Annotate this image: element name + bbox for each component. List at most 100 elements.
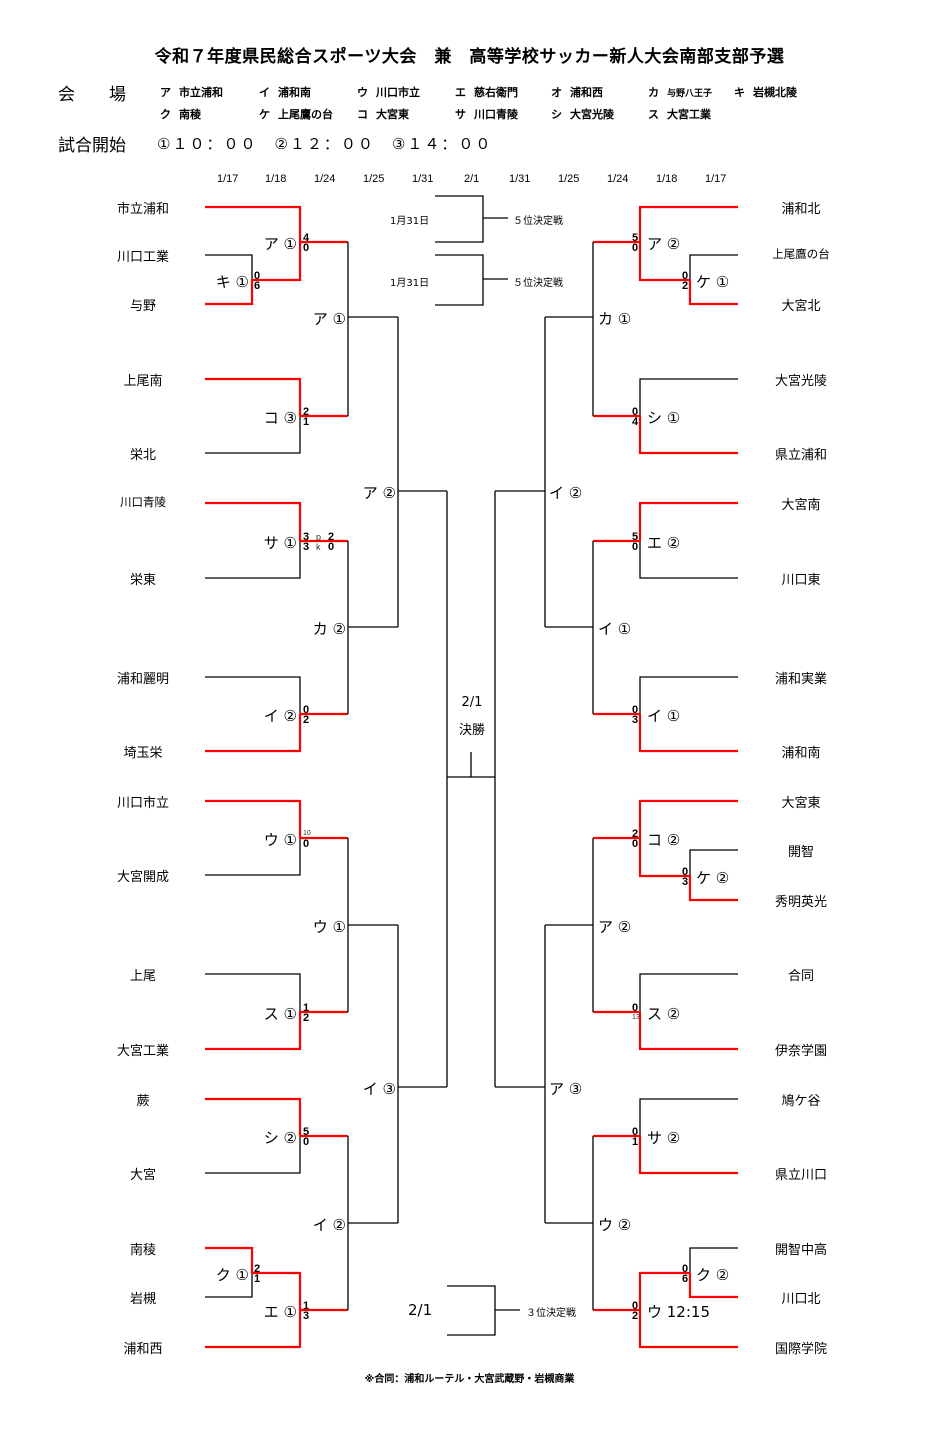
score-bottom: 1 (632, 1136, 639, 1148)
score-bottom: 0 (632, 541, 639, 553)
bracket-line-21 (205, 838, 301, 876)
venue-item: ウ川口市立 (357, 84, 420, 100)
left-team: 市立浦和 (116, 202, 169, 217)
score-bottom: 4 (632, 416, 639, 428)
match-label: ウ ② (598, 1216, 632, 1234)
bracket-line-77 (638, 1310, 738, 1349)
venue-name: 大宮東 (376, 108, 409, 121)
bracket-line-76 (638, 1271, 690, 1310)
venue-code: ク (160, 108, 171, 121)
bracket-line-61 (638, 799, 738, 838)
match-label: ウ ① (312, 918, 346, 936)
bracket-line-2 (205, 280, 254, 306)
score-bottom: 3 (682, 876, 689, 888)
score-bottom: 3 (303, 1310, 310, 1322)
right-team: 開智中高 (774, 1243, 827, 1258)
left-team: 浦和麗明 (116, 672, 169, 687)
third-place-bracket (447, 1285, 496, 1336)
bracket-line-29 (205, 1136, 301, 1174)
match-label: ア ① (263, 235, 297, 253)
match-label: エ ② (647, 534, 681, 552)
venue-name: 市立浦和 (179, 86, 223, 99)
page-title: 令和７年度県民総合スポーツ大会 兼 高等学校サッカー新人大会南部支部予選 (154, 47, 785, 67)
date-right-r1: 1/17 (705, 173, 727, 185)
bracket-line-44 (638, 242, 690, 282)
score-top: 3 (303, 531, 310, 543)
date-left-r3: 1/24 (314, 173, 336, 185)
match-label: シ ② (263, 1129, 297, 1147)
right-team: 川口北 (781, 1292, 821, 1307)
venue-item: コ大宮東 (357, 106, 409, 122)
score-top: 2 (303, 406, 310, 418)
bracket-line-41 (638, 205, 738, 242)
bracket-line-52 (639, 541, 738, 579)
match-label: ス ① (263, 1005, 297, 1023)
score-top: 0 (632, 406, 639, 418)
match-label: サ ② (647, 1129, 681, 1147)
bracket-line-55 (638, 714, 738, 753)
match-label: シ ① (647, 409, 681, 427)
bracket-line-13 (205, 676, 301, 714)
pk-score: 2 (328, 531, 335, 543)
left-team: 栄北 (129, 448, 156, 463)
right-team: 大宮南 (781, 498, 821, 513)
bracket-line-14 (205, 714, 302, 753)
venue-code: オ (551, 86, 562, 99)
match-label: ケ ① (696, 273, 730, 291)
bracket-line-47 (638, 416, 738, 455)
venue-name: 慈右衛門 (474, 86, 518, 99)
match-label: イ ② (549, 484, 583, 502)
score-top: 0 (682, 270, 689, 282)
date-right-r5: 1/31 (509, 173, 531, 185)
score-bottom: 13 (632, 1014, 640, 1021)
right-team: 浦和北 (781, 202, 821, 217)
pk-score: 0 (328, 541, 335, 553)
bracket-line-6 (205, 416, 301, 454)
score-top: 2 (632, 828, 639, 840)
venue-item: オ浦和西 (551, 84, 603, 100)
left-team: 蕨 (136, 1094, 150, 1109)
score-bottom: 6 (254, 280, 261, 292)
match-label: イ ① (647, 707, 681, 725)
match-label: ク ① (215, 1266, 249, 1284)
date-left-r2: 1/18 (265, 173, 287, 185)
venue-item: エ慈右衛門 (455, 84, 518, 100)
score-top: 0 (632, 704, 639, 716)
score-bottom: 2 (632, 1310, 639, 1322)
venue-label: 会 場 (58, 85, 126, 105)
match-label: ア ① (312, 310, 346, 328)
bracket-line-32 (205, 1273, 253, 1298)
left-team: 川口工業 (116, 250, 169, 265)
final-label: 決勝 (458, 723, 485, 738)
score-top: 0 (632, 1126, 639, 1138)
bracket-line-46 (639, 378, 738, 416)
venue-name: 大宮光陵 (570, 108, 614, 121)
venue-item: キ岩槻北陵 (734, 84, 797, 100)
date-left-r1: 1/17 (217, 173, 239, 185)
right-team: 大宮東 (781, 796, 821, 811)
match-label: コ ② (647, 831, 681, 849)
date-left-r4: 1/25 (363, 173, 385, 185)
venue-item: カ与野八王子 (648, 84, 712, 100)
bracket-line-1 (205, 254, 253, 280)
left-team: 大宮開成 (116, 870, 169, 885)
score-bottom: 0 (303, 1136, 310, 1148)
match-label: ア ② (598, 918, 632, 936)
bracket-line-33 (252, 1271, 302, 1310)
venue-name: 浦和南 (278, 86, 311, 99)
bracket-line-11 (205, 541, 301, 579)
score-bottom: 2 (682, 280, 689, 292)
score-top: 0 (254, 270, 261, 282)
bracket-line-67 (638, 1012, 738, 1051)
fifth-place-label-2: ５位決定戦 (513, 278, 563, 289)
score-top: 1 (303, 1300, 310, 1312)
date-right-r3: 1/24 (607, 173, 629, 185)
bracket-line-28 (205, 1097, 302, 1136)
bracket-line-10 (205, 501, 302, 541)
venue-code: ケ (259, 108, 270, 121)
fifth-place-date-1: 1月31日 (390, 216, 430, 227)
score-top: 4 (303, 232, 310, 244)
bracket-line-43 (688, 280, 738, 306)
venue-item: ケ上尾鷹の台 (259, 106, 333, 122)
